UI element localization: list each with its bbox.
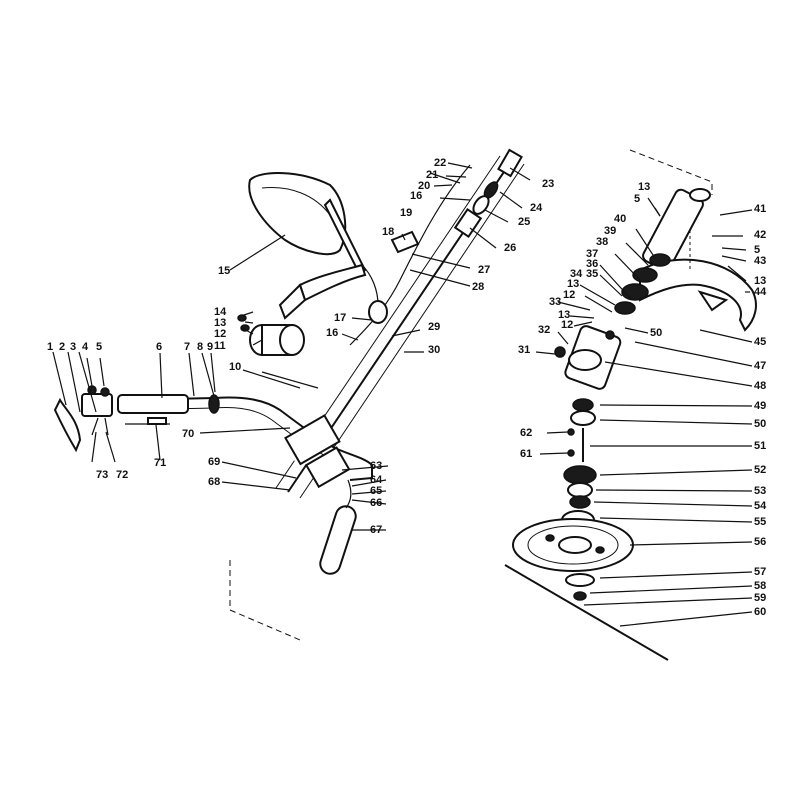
- callout-66: 66: [370, 497, 382, 509]
- callout-61: 61: [520, 448, 532, 460]
- callout-3: 3: [70, 341, 76, 353]
- callout-40: 40: [614, 213, 626, 225]
- callout-11: 11: [214, 340, 226, 352]
- callout-62: 62: [520, 427, 532, 439]
- callout-2: 2: [59, 341, 65, 353]
- callout-30: 30: [428, 344, 440, 356]
- leader-lines: [52, 162, 753, 627]
- shaft-guide-dashed: [229, 560, 301, 641]
- callout-33: 33: [549, 296, 561, 308]
- callout-43: 43: [754, 255, 766, 267]
- handle-clamp: [237, 314, 351, 489]
- callout-47: 47: [754, 360, 766, 372]
- callout-13-mid: 13: [558, 309, 570, 321]
- callout-55: 55: [754, 516, 766, 528]
- blade-disc: [512, 518, 634, 601]
- shaft-top-fittings: [453, 148, 523, 238]
- callout-16-top: 16: [410, 190, 422, 202]
- callout-24: 24: [530, 202, 543, 214]
- callout-32: 32: [538, 324, 550, 336]
- callout-39: 39: [604, 225, 616, 237]
- callout-54: 54: [754, 500, 767, 512]
- callout-9: 9: [207, 341, 213, 353]
- callout-73: 73: [96, 469, 108, 481]
- callout-60: 60: [754, 606, 766, 618]
- callout-41: 41: [754, 203, 766, 215]
- left-assembly: [53, 148, 525, 641]
- callout-26: 26: [504, 242, 516, 254]
- callout-68: 68: [208, 476, 220, 488]
- callout-71: 71: [154, 457, 166, 469]
- right-grip: [319, 479, 357, 575]
- shoulder-harness: [248, 172, 420, 324]
- callout-16-lower: 16: [326, 327, 338, 339]
- callout-49: 49: [754, 400, 766, 412]
- callout-12: 12: [214, 328, 226, 340]
- callout-36: 36: [586, 258, 598, 270]
- callout-59: 59: [754, 592, 766, 604]
- callout-14: 14: [214, 306, 227, 318]
- callout-20: 20: [418, 180, 430, 192]
- callout-72: 72: [116, 469, 128, 481]
- callout-labels: 1 2 3 4 5 6 7 8 9 10 11 12 13 14 15 16 1…: [47, 157, 767, 618]
- callout-64: 64: [370, 474, 383, 486]
- callout-44: 44: [754, 286, 767, 298]
- callout-13-upper: 13: [567, 278, 579, 290]
- callout-5-top: 5: [634, 193, 640, 205]
- callout-58: 58: [754, 580, 766, 592]
- callout-38: 38: [596, 236, 608, 248]
- callout-15: 15: [218, 265, 230, 277]
- blade-guard: [639, 230, 757, 332]
- trimmer-line: [504, 564, 669, 661]
- callout-17: 17: [334, 312, 346, 324]
- callout-13-right: 13: [754, 275, 766, 287]
- callout-21: 21: [426, 169, 438, 181]
- callout-48: 48: [754, 380, 766, 392]
- callout-65: 65: [370, 485, 382, 497]
- callout-12-mid: 12: [561, 319, 573, 331]
- callout-13: 13: [214, 317, 226, 329]
- callout-5: 5: [96, 341, 102, 353]
- callout-4: 4: [82, 341, 89, 353]
- callout-69: 69: [208, 456, 220, 468]
- callout-50-lower: 50: [754, 418, 766, 430]
- callout-8: 8: [197, 341, 203, 353]
- callout-45: 45: [754, 336, 766, 348]
- callout-70: 70: [182, 428, 194, 440]
- callout-7: 7: [184, 341, 190, 353]
- callout-53: 53: [754, 485, 766, 497]
- callout-34: 34: [570, 268, 583, 280]
- callout-19: 19: [400, 207, 412, 219]
- callout-22: 22: [434, 157, 446, 169]
- callout-51: 51: [754, 440, 766, 452]
- callout-29: 29: [428, 321, 440, 333]
- callout-6: 6: [156, 341, 162, 353]
- callout-10: 10: [229, 361, 241, 373]
- callout-35: 35: [586, 268, 598, 280]
- callout-28: 28: [472, 281, 484, 293]
- spindle-stack: [561, 398, 597, 530]
- callout-37: 37: [586, 248, 598, 260]
- callout-63: 63: [370, 460, 382, 472]
- throttle-cable: [349, 164, 471, 346]
- callout-57: 57: [754, 566, 766, 578]
- callout-42: 42: [754, 229, 766, 241]
- callout-52: 52: [754, 464, 766, 476]
- callout-1: 1: [47, 341, 53, 353]
- callout-23: 23: [542, 178, 554, 190]
- callout-5-right: 5: [754, 244, 760, 256]
- callout-31: 31: [518, 344, 530, 356]
- callout-13-top: 13: [638, 181, 650, 193]
- callout-27: 27: [478, 264, 490, 276]
- callout-25: 25: [518, 216, 530, 228]
- callout-12-upper: 12: [563, 289, 575, 301]
- callout-18: 18: [382, 226, 394, 238]
- callout-50-upper: 50: [650, 327, 662, 339]
- callout-56: 56: [754, 536, 766, 548]
- callout-67: 67: [370, 524, 382, 536]
